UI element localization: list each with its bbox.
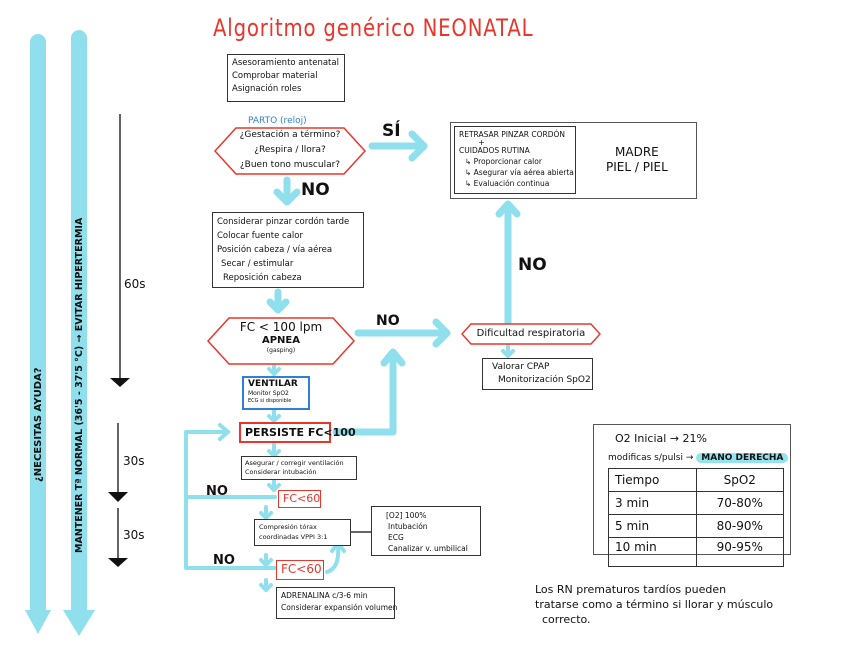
mano-derecha-highlight: MANO DERECHA [696, 453, 789, 463]
persiste-fc-box: PERSISTE FC<100 [239, 422, 356, 443]
timer-label-30s-1: 30s [123, 454, 145, 468]
no-label-parto: NO [301, 180, 330, 200]
si-label: SÍ [382, 121, 401, 141]
routine-sub-item: ↳ Proporcionar calor [465, 157, 542, 166]
step-line: Reposición cabeza [223, 273, 302, 283]
modify-text: modificas s/pulsi → [608, 453, 694, 463]
prep-line: Comprobar material [232, 71, 318, 81]
routine-sub-item: ↳ Asegurar vía aérea abierta [465, 168, 574, 177]
footnote-line: tratarse como a término si llorar y músc… [535, 598, 774, 611]
table-header-row: Tiempo SpO2 [608, 468, 784, 492]
timer-label-60s: 60s [124, 277, 146, 291]
dificultad-text: Dificultad respiratoria [476, 328, 586, 339]
table-cell: 80-90% [695, 514, 784, 538]
step-line: Colocar fuente calor [217, 231, 303, 241]
cpap-box: Valorar CPAP Monitorización SpO2 [482, 358, 593, 390]
ventilar-title: VENTILAR [248, 379, 298, 389]
adrenalina-box: ADRENALINA c/3-6 min Considerar expansió… [276, 587, 398, 619]
dificultad-decision: Dificultad respiratoria [461, 323, 601, 345]
routine-plus: + [478, 138, 485, 147]
table-row: 5 min 80-90% [608, 514, 784, 538]
routine-outer-box: RETRASAR PINZAR CORDÓN + CUIDADOS RUTINA… [450, 122, 697, 199]
table-header: Tiempo [608, 468, 697, 492]
parto-question: ¿Respira / llora? [254, 145, 326, 155]
timer-label-30s-2: 30s [123, 528, 145, 542]
routine-line: RETRASAR PINZAR CORDÓN [459, 130, 566, 139]
madre-line: MADRE [615, 145, 659, 159]
prep-box: Asesoramiento antenatal Comprobar materi… [227, 54, 345, 102]
o2-box: [O2] 100% Intubación ECG Canalizar v. um… [371, 506, 481, 556]
step-line: Posición cabeza / vía aérea [217, 245, 333, 255]
cpap-line: Monitorización SpO2 [498, 375, 591, 385]
compresion-line: coordinadas VPPI 3:1 [259, 533, 328, 541]
table-cell: 10 min [608, 537, 697, 567]
initial-steps-box: Considerar pinzar cordón tarde Colocar f… [212, 212, 364, 288]
table-cell: 70-80% [695, 491, 784, 515]
o2-line: ECG [388, 533, 404, 542]
side-bar-left-text: ¿NECESITAS AYUDA? [33, 367, 44, 482]
ventilar-box: VENTILAR Monitor SpO2 ECG si disponible [242, 376, 310, 410]
routine-sub-text: Asegurar vía aérea abierta [473, 168, 574, 177]
gasping-line: (gasping) [266, 347, 296, 354]
asegurar-line: Considerar intubación [245, 468, 317, 476]
hexagon-shape [461, 323, 601, 345]
footnote: Los RN prematuros tardíos pueden tratars… [535, 582, 773, 627]
fc-apnea-decision: FC < 100 lpm APNEA (gasping) [207, 317, 355, 365]
routine-sub-text: Evaluación continua [473, 179, 550, 188]
compresion-box: Compresión tórax coordinadas VPPI 3:1 [254, 519, 351, 546]
step-line: Secar / estimular [221, 259, 294, 269]
asegurar-box: Asegurar / corregir ventilación Consider… [241, 456, 357, 480]
piel-line: PIEL / PIEL [606, 160, 668, 174]
no-label-loop-1: NO [206, 484, 228, 499]
routine-sub-text: Proporcionar calor [473, 157, 542, 166]
spo2-panel: O2 Inicial → 21% modificas s/pulsi → MAN… [593, 424, 791, 567]
parto-label: PARTO (reloj) [248, 116, 307, 126]
footnote-line: correcto. [542, 613, 591, 626]
prep-line: Asesoramiento antenatal [232, 58, 339, 68]
routine-sub-item: ↳ Evaluación continua [465, 179, 550, 188]
side-bar-left-arrowhead [25, 610, 51, 634]
adrenalina-line: ADRENALINA c/3-6 min [281, 591, 368, 600]
apnea-line: APNEA [261, 335, 300, 346]
table-row: 10 min 90-95% [608, 537, 784, 567]
spo2-table: Tiempo SpO2 3 min 70-80% 5 min 80-90% 10… [608, 468, 784, 567]
no-label-loop-2: NO [213, 553, 235, 568]
asegurar-line: Asegurar / corregir ventilación [245, 459, 344, 467]
table-cell: 90-95% [695, 537, 784, 567]
no-label-fc: NO [376, 313, 400, 329]
parto-question: ¿Buen tono muscular? [239, 160, 341, 170]
cpap-line: Valorar CPAP [492, 362, 550, 372]
fc60-box-2: FC<60 [276, 560, 324, 580]
adrenalina-line: Considerar expansión volumen [281, 603, 398, 612]
parto-question: ¿Gestación a término? [239, 130, 341, 140]
side-bar-right-text: MANTENER Tª NORMAL (36'5 - 37'5 °C) → EV… [74, 217, 85, 553]
step-line: Considerar pinzar cordón tarde [217, 217, 350, 227]
page-title: Algoritmo genérico NEONATAL [213, 14, 534, 42]
parto-decision: ¿Gestación a término? ¿Respira / llora? … [214, 127, 366, 175]
side-bar-right-arrowhead [63, 610, 95, 636]
o2-initial-text: O2 Inicial → 21% [615, 432, 707, 445]
table-row: 3 min 70-80% [608, 491, 784, 515]
table-header: SpO2 [695, 468, 784, 492]
table-cell: 3 min [608, 491, 697, 515]
compresion-line: Compresión tórax [259, 523, 317, 531]
ventilar-line: Monitor SpO2 [248, 390, 289, 397]
o2-line: Canalizar v. umbilical [388, 544, 468, 553]
madre-piel-text: MADRE PIEL / PIEL [606, 145, 668, 175]
modify-row: modificas s/pulsi → MANO DERECHA [608, 453, 789, 463]
no-label-dificultad: NO [518, 255, 547, 275]
o2-line: Intubación [388, 522, 428, 531]
routine-line: CUIDADOS RUTINA [459, 146, 530, 155]
hexagon-shape [214, 127, 366, 175]
ventilar-line: ECG si disponible [248, 398, 292, 404]
fc60-box-1: FC<60 [278, 490, 321, 508]
table-cell: 5 min [608, 514, 697, 538]
prep-line: Asignación roles [232, 84, 302, 94]
o2-line: [O2] 100% [386, 511, 427, 520]
footnote-line: Los RN prematuros tardíos pueden [535, 583, 727, 596]
fc-line: FC < 100 lpm [239, 320, 323, 334]
hexagon-shape [207, 317, 355, 365]
routine-inner-box: RETRASAR PINZAR CORDÓN + CUIDADOS RUTINA… [454, 126, 576, 194]
